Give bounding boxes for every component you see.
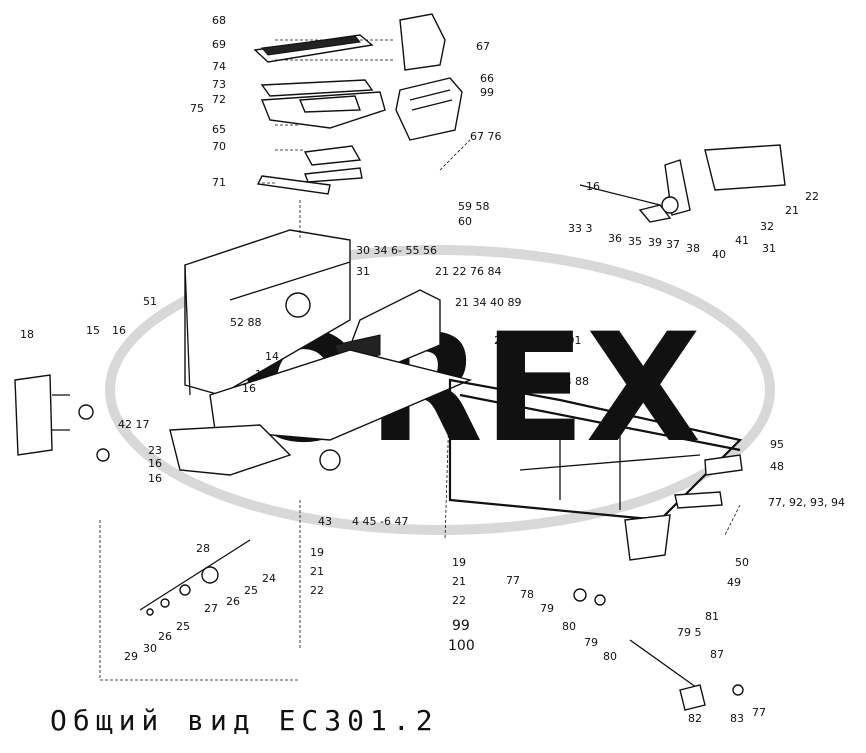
label-35: 35 <box>628 235 642 248</box>
label-24: 24 <box>262 572 276 585</box>
label-16-low2: 16 <box>148 472 162 485</box>
label-48: 48 <box>770 460 784 473</box>
label-39: 39 <box>648 236 662 249</box>
label-99: 99 <box>480 86 494 99</box>
label-27: 27 <box>204 602 218 615</box>
label-19-a: 19 <box>310 546 324 559</box>
label-66: 66 <box>480 72 494 85</box>
part-labels: 68 69 74 73 72 75 65 70 71 67 66 99 67 7… <box>20 14 845 725</box>
label-22-b: 22 <box>452 594 466 607</box>
label-18: 18 <box>20 328 34 341</box>
label-82: 82 <box>688 712 702 725</box>
label-15-mid: 15 <box>255 368 269 381</box>
label-52-88: 52 88 <box>230 316 262 329</box>
label-70: 70 <box>212 140 226 153</box>
label-79-b: 79 <box>584 636 598 649</box>
label-72: 72 <box>212 93 226 106</box>
label-80-a: 80 <box>562 620 576 633</box>
label-15-16-52-53-88: 15 16 52 53 88 <box>505 375 589 388</box>
label-77-92-93-94: 77, 92, 93, 94 <box>768 496 845 509</box>
label-15-left: 15 <box>86 324 100 337</box>
label-22-top: 22 <box>805 190 819 203</box>
label-71: 71 <box>212 176 226 189</box>
label-16-mid: 16 <box>242 382 256 395</box>
label-21-22-40-90-91: 21 22 40 90, 91 <box>494 334 581 347</box>
label-95: 95 <box>770 438 784 451</box>
label-21-a: 21 <box>310 565 324 578</box>
leader-lines <box>260 39 741 650</box>
label-19-b: 19 <box>452 556 466 569</box>
label-16-lever: 16 <box>586 180 600 193</box>
diagram-caption: Общий вид ЕС301.2 <box>50 704 439 737</box>
label-30-34: 30 34 6- 55 56 <box>356 244 437 257</box>
label-23: 23 <box>148 444 162 457</box>
label-43: 43 <box>318 515 332 528</box>
label-21-22-76-84: 21 22 76 84 <box>435 265 501 278</box>
label-87: 87 <box>710 648 724 661</box>
label-37: 37 <box>666 238 680 251</box>
label-50: 50 <box>735 556 749 569</box>
label-68: 68 <box>212 14 226 27</box>
bumper-pad <box>14 374 110 462</box>
label-42-17: 42 17 <box>118 418 150 431</box>
label-22-a: 22 <box>310 584 324 597</box>
label-80-b: 80 <box>603 650 617 663</box>
platform-base <box>169 349 473 476</box>
label-21-34-40-89: 21 34 40 89 <box>455 296 521 309</box>
label-77-b: 77 <box>506 574 520 587</box>
label-41: 41 <box>735 234 749 247</box>
label-29: 29 <box>124 650 138 663</box>
label-16-left: 16 <box>112 324 126 337</box>
label-69: 69 <box>212 38 226 51</box>
main-frame <box>448 378 743 561</box>
label-75: 75 <box>190 102 204 115</box>
label-32: 32 <box>760 220 774 233</box>
label-38: 38 <box>686 242 700 255</box>
label-100: 100 <box>448 638 475 654</box>
label-59-58: 59 58 <box>458 200 490 213</box>
lever-bracket-assembly <box>579 144 786 223</box>
label-49: 49 <box>727 576 741 589</box>
label-73: 73 <box>212 78 226 91</box>
label-60: 60 <box>458 215 472 228</box>
hardware-exploded-right <box>573 588 744 711</box>
hardware-exploded-left <box>99 520 300 681</box>
console-housing <box>184 229 441 396</box>
label-81: 81 <box>705 610 719 623</box>
label-30: 30 <box>143 642 157 655</box>
label-31-mid: 31 <box>356 265 370 278</box>
label-40: 40 <box>712 248 726 261</box>
label-65: 65 <box>212 123 226 136</box>
label-67: 67 <box>476 40 490 53</box>
label-99-b: 99 <box>452 618 470 634</box>
label-77-c: 77 <box>752 706 766 719</box>
label-16-low: 16 <box>148 457 162 470</box>
label-79-a: 79 <box>540 602 554 615</box>
label-74: 74 <box>212 60 226 73</box>
label-51: 51 <box>143 295 157 308</box>
label-78: 78 <box>520 588 534 601</box>
label-21-b: 21 <box>452 575 466 588</box>
label-79-5: 79 5 <box>677 626 702 639</box>
label-36: 36 <box>608 232 622 245</box>
label-25-a: 25 <box>244 584 258 597</box>
label-26-b: 26 <box>158 630 172 643</box>
label-4-45-6-47: 4 45 -6 47 <box>352 515 408 528</box>
label-33-3: 33 3 <box>568 222 593 235</box>
label-14: 14 <box>265 350 279 363</box>
label-21-top: 21 <box>785 204 799 217</box>
backrest-assembly <box>395 13 463 141</box>
label-28: 28 <box>196 542 210 555</box>
label-67-76: 67 76 <box>470 130 502 143</box>
label-26-a: 26 <box>226 595 240 608</box>
seat-cushion-assembly <box>253 34 386 195</box>
label-25-b: 25 <box>176 620 190 633</box>
label-31-top: 31 <box>762 242 776 255</box>
label-83: 83 <box>730 712 744 725</box>
